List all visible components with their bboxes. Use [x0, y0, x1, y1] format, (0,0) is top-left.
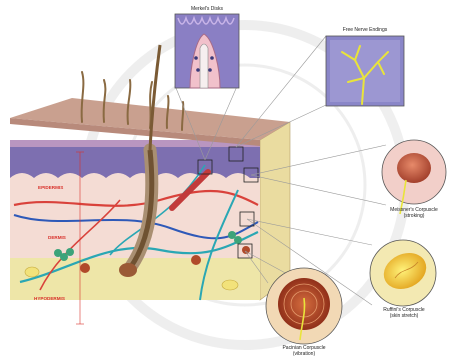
hypodermis-label: HYPODERMIS: [34, 296, 65, 301]
merkel-disks-inset: [175, 14, 239, 88]
ruffini-corpuscle-inset: [370, 240, 436, 306]
merkel-disks-label: Merkel's Disks: [175, 6, 239, 12]
pacinian-corpuscle-inset: [266, 268, 342, 344]
free-nerve-endings-label: Free Nerve Endings: [326, 27, 404, 33]
pacinian-sub: (vibration): [266, 351, 342, 357]
epidermis-label: EPIDERMIS: [38, 185, 63, 190]
ruffini-corpuscle-label: Ruffini's Corpuscle (skin stretch): [366, 307, 442, 319]
pacinian-corpuscle-label: Pacinian Corpuscle (vibration): [266, 345, 342, 357]
free-nerve-endings-inset: [326, 36, 404, 106]
meissner-corpuscle-label: Meissner's Corpuscle (stroking): [376, 207, 452, 219]
ruffini-sub: (skin stretch): [366, 313, 442, 319]
dermis-label: DERMIS: [48, 235, 66, 240]
meissner-sub: (stroking): [376, 213, 452, 219]
meissner-corpuscle-inset: [382, 140, 446, 214]
